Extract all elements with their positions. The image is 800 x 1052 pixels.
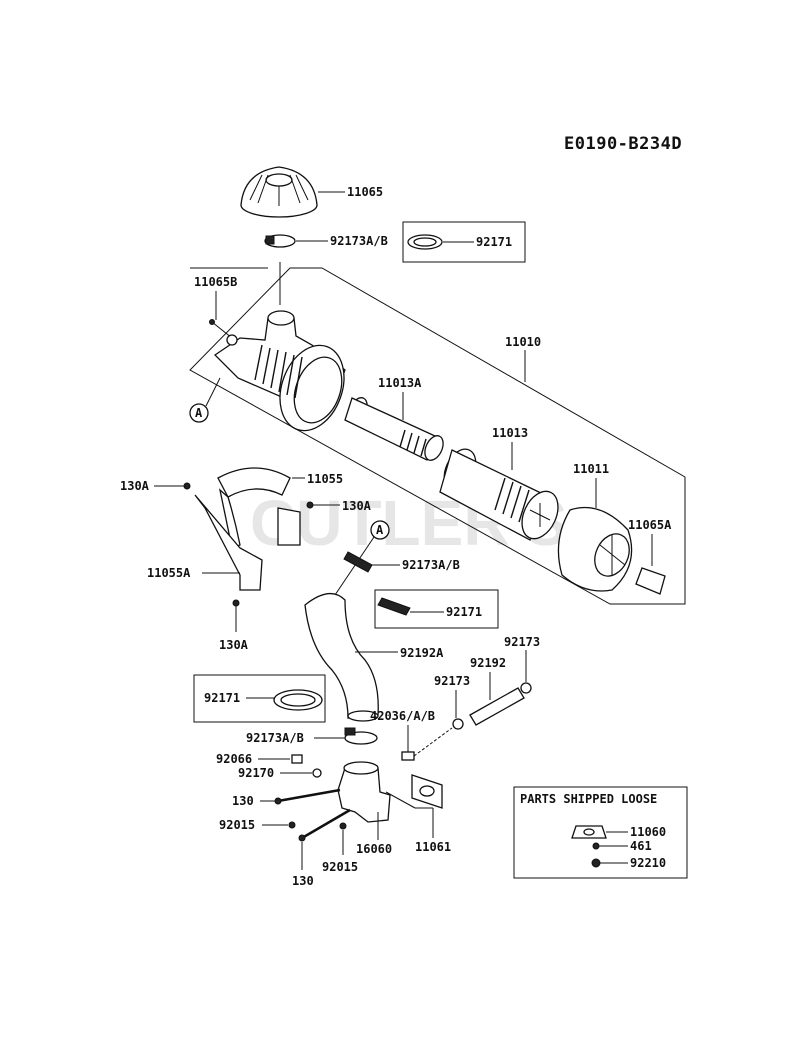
part-92210-nut-loose[interactable] xyxy=(591,858,601,868)
part-42036ab-fitting[interactable] xyxy=(401,727,453,761)
part-11011-cover[interactable] xyxy=(557,506,635,592)
part-92173ab-clamp-low[interactable] xyxy=(344,727,378,745)
part-92015-washer-left[interactable] xyxy=(288,821,296,829)
part-11013-outer-element[interactable] xyxy=(438,444,565,544)
label-92015-bottom: 92015 xyxy=(322,860,358,874)
label-11065a: 11065A xyxy=(628,518,672,532)
leader-callout-a xyxy=(205,377,221,407)
label-130a-bottom: 130A xyxy=(219,638,249,652)
part-130-bolt-bottom[interactable] xyxy=(298,808,351,842)
label-92173-lower: 92173 xyxy=(434,674,470,688)
label-11013a: 11013A xyxy=(378,376,422,390)
label-42036ab: 42036/A/B xyxy=(370,709,435,723)
part-92192-hose[interactable] xyxy=(469,687,525,726)
part-92015-washer-bottom[interactable] xyxy=(339,822,347,830)
part-11060-gasket-loose[interactable] xyxy=(571,825,607,839)
assembly-frame-11010 xyxy=(189,267,686,605)
label-11061: 11061 xyxy=(415,840,451,854)
box-92171-left xyxy=(193,674,326,723)
box-92171-top xyxy=(402,221,526,263)
label-16060: 16060 xyxy=(356,842,392,856)
parts-shipped-loose-title: PARTS SHIPPED LOOSE xyxy=(520,792,657,806)
parts-shipped-loose-box xyxy=(513,786,688,879)
part-11065a-valve[interactable] xyxy=(635,567,666,595)
part-461-washer-loose[interactable] xyxy=(592,842,600,850)
label-92170: 92170 xyxy=(238,766,274,780)
label-92173ab-top: 92173A/B xyxy=(330,234,388,248)
diagram-code: E0190-B234D xyxy=(564,134,682,154)
label-11055: 11055 xyxy=(307,472,343,486)
part-130a-bolt-mid[interactable] xyxy=(306,501,314,509)
label-130a-mid: 130A xyxy=(342,499,372,513)
callout-a-assembly-label: A xyxy=(195,406,203,420)
part-92173ab-clamp-mid[interactable] xyxy=(343,551,373,573)
part-92171-clamp-mid[interactable] xyxy=(377,597,411,616)
part-92171-clamp-top[interactable] xyxy=(407,234,443,250)
part-92173-clamp-lower[interactable] xyxy=(452,718,464,730)
label-130a-left: 130A xyxy=(120,479,150,493)
part-92171-clamp-left[interactable] xyxy=(273,689,323,711)
part-11055a-bracket[interactable] xyxy=(194,494,301,591)
part-130a-bolt-bottom[interactable] xyxy=(232,599,240,607)
label-92066: 92066 xyxy=(216,752,252,766)
callout-a-hose-label: A xyxy=(376,523,384,537)
part-air-cleaner-body[interactable] xyxy=(213,310,355,440)
callout-a-hose[interactable] xyxy=(370,520,390,540)
leader-callout-a-hose xyxy=(334,536,375,596)
label-92015-left: 92015 xyxy=(219,818,255,832)
part-92066-plug[interactable] xyxy=(291,754,303,764)
part-11013a-inner-element[interactable] xyxy=(344,395,447,463)
leader-11061-a xyxy=(385,791,416,809)
label-92192: 92192 xyxy=(470,656,506,670)
part-130a-bolt-left[interactable] xyxy=(183,482,191,490)
part-130-bolt-left[interactable] xyxy=(274,788,341,805)
label-11055a: 11055A xyxy=(147,566,191,580)
label-130-bottom: 130 xyxy=(292,874,314,888)
label-92171-top: 92171 xyxy=(476,235,512,249)
callout-a-assembly[interactable] xyxy=(189,403,209,423)
part-92173-clamp-right[interactable] xyxy=(520,682,532,694)
label-11060: 11060 xyxy=(630,825,666,839)
label-92171-mid: 92171 xyxy=(446,605,482,619)
label-11065b: 11065B xyxy=(194,275,237,289)
box-92171-mid xyxy=(374,589,499,629)
label-11011: 11011 xyxy=(573,462,609,476)
label-92173-right: 92173 xyxy=(504,635,540,649)
label-92173ab-low: 92173A/B xyxy=(246,731,304,745)
label-130-left: 130 xyxy=(232,794,254,808)
part-11065b-bolt[interactable] xyxy=(209,319,233,339)
label-92210: 92210 xyxy=(630,856,666,870)
label-92192a: 92192A xyxy=(400,646,444,660)
label-92171-left: 92171 xyxy=(204,691,240,705)
part-11061-gasket[interactable] xyxy=(411,774,443,809)
label-11010: 11010 xyxy=(505,335,541,349)
label-461: 461 xyxy=(630,839,652,853)
part-92170-clip[interactable] xyxy=(312,768,322,778)
part-92192a-hose[interactable] xyxy=(304,593,379,722)
part-11065-cap[interactable] xyxy=(240,166,318,218)
label-11065: 11065 xyxy=(347,185,383,199)
part-92173ab-clamp-top[interactable] xyxy=(264,234,296,248)
label-11013: 11013 xyxy=(492,426,528,440)
label-92173ab-mid: 92173A/B xyxy=(402,558,460,572)
